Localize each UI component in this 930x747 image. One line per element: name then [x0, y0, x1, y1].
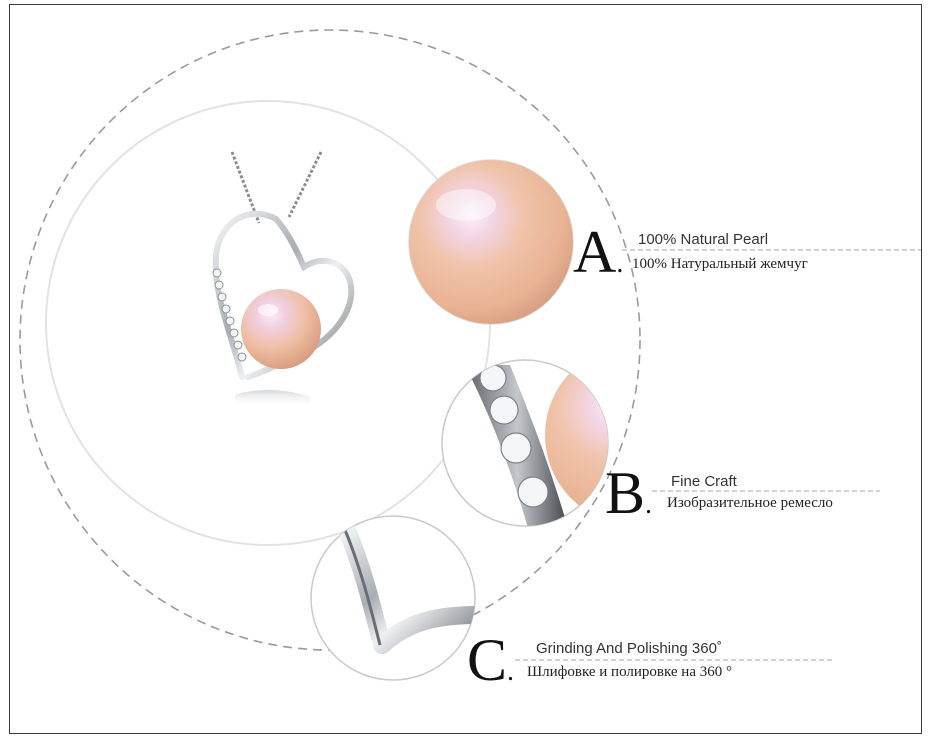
pearl-closeup-icon	[408, 159, 574, 325]
feature-b-title-ru: Изобразительное ремесло	[667, 495, 833, 511]
feature-c-title-ru: Шлифовке и полировке на 360 °	[527, 664, 732, 680]
feature-c-letter-text: C	[467, 627, 508, 693]
product-illustration	[19, 29, 921, 681]
feature-a-title-en: 100% Natural Pearl	[638, 231, 769, 248]
feature-a-letter: A.	[573, 222, 623, 294]
polished-bend-closeup-icon	[310, 515, 476, 681]
feature-a-letter-text: A	[573, 219, 617, 285]
feature-c-letter: C.	[467, 630, 514, 702]
heart-pendant-necklace-icon	[212, 151, 355, 407]
feature-b-letter-text: B	[605, 460, 646, 526]
feature-c-title-en: Grinding And Polishing 360˚	[536, 640, 722, 657]
feature-a-dot: .	[616, 248, 624, 279]
feature-b-title-en: Fine Craft	[671, 473, 737, 490]
feature-b-dot: .	[645, 489, 653, 520]
feature-a-title-ru: 100% Натуральный жемчуг	[632, 256, 808, 272]
feature-b-letter: B.	[605, 463, 652, 535]
product-detail-frame: A. 100% Natural Pearl 100% Натуральный ж…	[9, 4, 922, 734]
feature-c-dot: .	[507, 656, 515, 687]
